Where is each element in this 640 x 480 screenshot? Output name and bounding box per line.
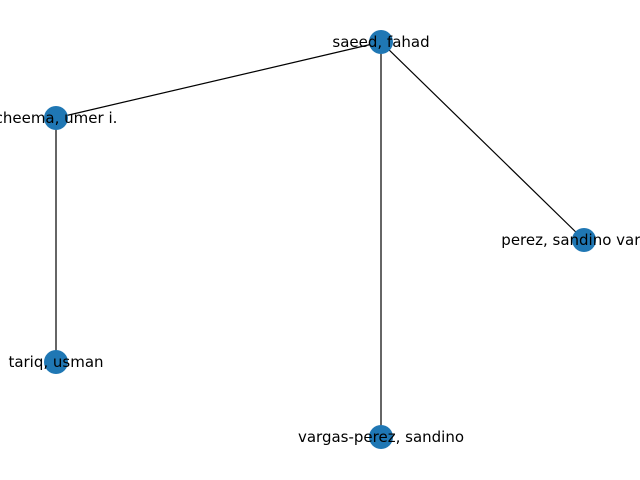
node-label-vargas: vargas-perez, sandino xyxy=(298,428,464,446)
node-tariq xyxy=(44,350,68,374)
edges-layer xyxy=(55,41,585,437)
node-label-saeed: saeed, fahad xyxy=(332,33,429,51)
nodes-layer xyxy=(44,30,596,449)
node-perez xyxy=(572,228,596,252)
node-label-cheema: cheema, umer i. xyxy=(0,109,117,127)
edge-saeed-cheema xyxy=(55,41,382,119)
node-label-perez: perez, sandino vargas xyxy=(501,231,640,249)
node-label-tariq: tariq, usman xyxy=(8,353,103,371)
node-cheema xyxy=(44,106,68,130)
node-vargas xyxy=(369,425,393,449)
edge-saeed-perez xyxy=(380,41,585,241)
node-saeed xyxy=(369,30,393,54)
labels-layer: saeed, fahad cheema, umer i. perez, sandin… xyxy=(0,33,640,446)
